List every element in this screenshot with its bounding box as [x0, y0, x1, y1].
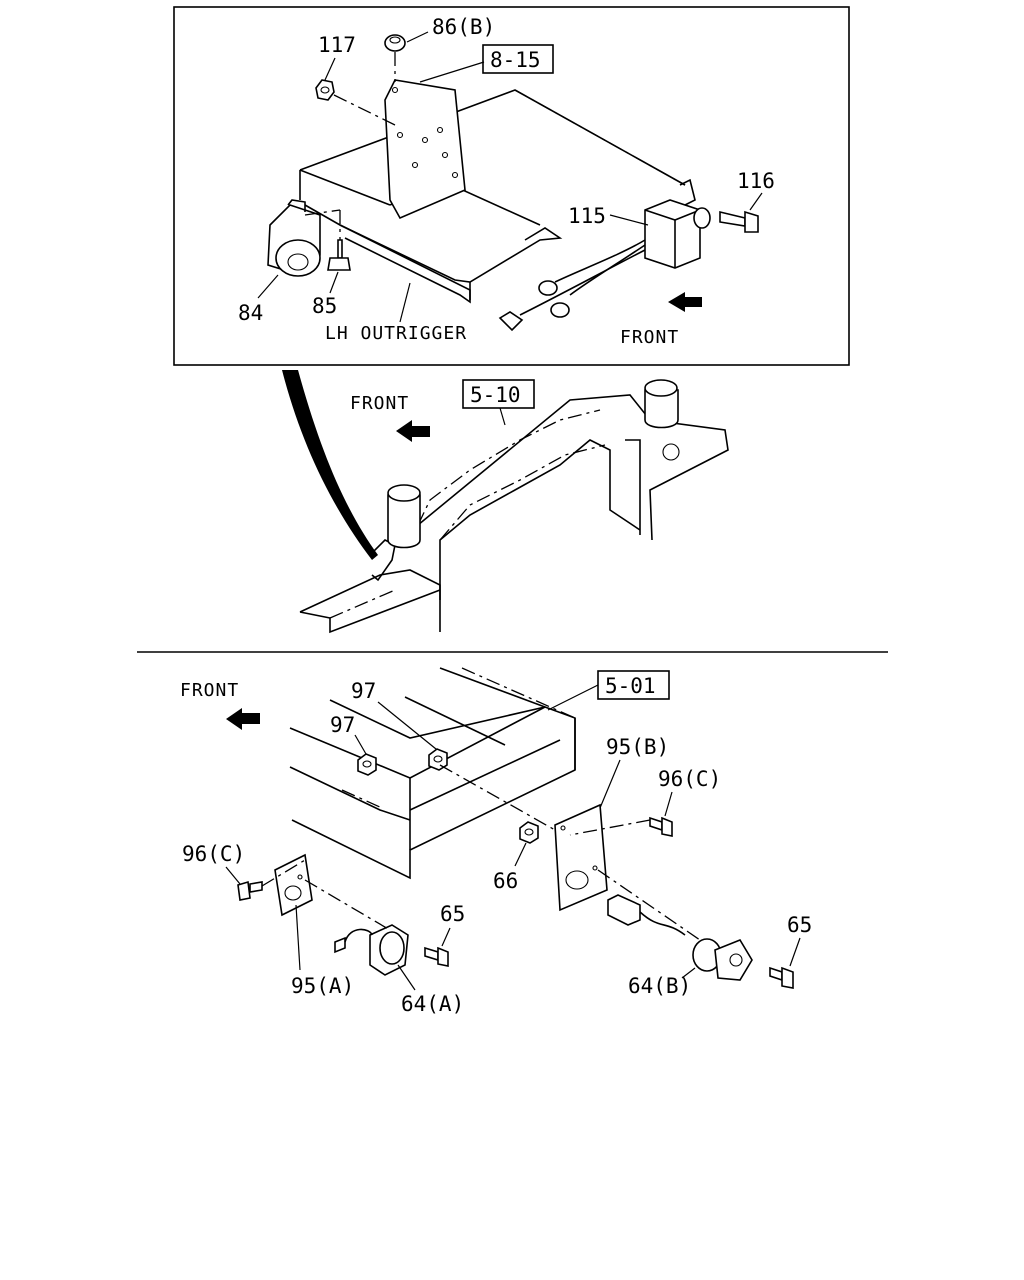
nut-117-icon [315, 79, 335, 101]
label-front-middle: FRONT [350, 393, 409, 414]
label-117: 117 [318, 33, 356, 57]
relay-115-icon [644, 178, 711, 269]
label-96c-left: 96(C) [182, 842, 245, 866]
sensor-64b-icon [607, 894, 753, 981]
ref-box-5-01: 5-01 [605, 674, 656, 698]
front-arrow-middle-icon [396, 420, 430, 442]
ref-box-8-15: 8-15 [490, 48, 541, 72]
nut-97-left-icon [357, 753, 377, 776]
label-64a: 64(A) [401, 992, 464, 1016]
label-84: 84 [238, 301, 263, 325]
detail-callout-wedge [282, 370, 378, 560]
bolt-85-icon [327, 239, 351, 271]
top-detail-frame [173, 6, 850, 366]
ref-box-8-15-frame [482, 44, 554, 74]
top-detail-view: 86(B) 117 8-15 116 115 84 85 LH OUTRIGGE… [173, 6, 850, 366]
label-85: 85 [312, 294, 337, 318]
sensor-84-icon [267, 199, 321, 277]
label-96c-right: 96(C) [658, 767, 721, 791]
label-front-bottom: FRONT [180, 680, 239, 701]
nut-66-icon [519, 821, 539, 844]
label-115: 115 [568, 204, 606, 228]
label-66: 66 [493, 869, 518, 893]
front-arrow-icon [668, 292, 702, 312]
middle-frame-view: 5-10 FRONT [299, 379, 729, 634]
label-front-top: FRONT [620, 327, 679, 348]
plate-95b-icon [554, 803, 608, 912]
bolt-65-right-icon [769, 966, 794, 989]
label-116: 116 [737, 169, 775, 193]
label-65-left: 65 [440, 902, 465, 926]
label-86b: 86(B) [432, 15, 495, 39]
label-97-left: 97 [330, 713, 355, 737]
plate-95a-icon [274, 853, 313, 917]
nut-86b-icon [384, 34, 406, 52]
label-lh-outrigger: LH OUTRIGGER [325, 323, 467, 344]
label-97-right: 97 [351, 679, 376, 703]
nut-97-right-icon [428, 748, 448, 771]
connector-plugs-icon [498, 280, 570, 332]
bolt-96c-right-icon [649, 816, 673, 837]
label-95b: 95(B) [606, 735, 669, 759]
sensor-64a-icon [334, 924, 409, 976]
ref-box-5-10-frame [462, 379, 535, 409]
label-64b: 64(B) [628, 974, 691, 998]
bolt-116-icon [719, 210, 759, 233]
label-95a: 95(A) [291, 974, 354, 998]
label-65-right: 65 [787, 913, 812, 937]
front-arrow-bottom-icon [226, 708, 260, 730]
right-mount-cylinder [644, 379, 679, 429]
bolt-96c-left-icon [237, 880, 263, 901]
bolt-65-left-icon [424, 946, 449, 967]
ref-box-5-10: 5-10 [470, 383, 521, 407]
mounting-plate [384, 79, 466, 220]
left-mount-cylinder [387, 484, 421, 549]
bottom-detail-view: 5-01 FRONT 97 97 95(B) [180, 667, 812, 1016]
outrigger-bracket [299, 89, 686, 304]
